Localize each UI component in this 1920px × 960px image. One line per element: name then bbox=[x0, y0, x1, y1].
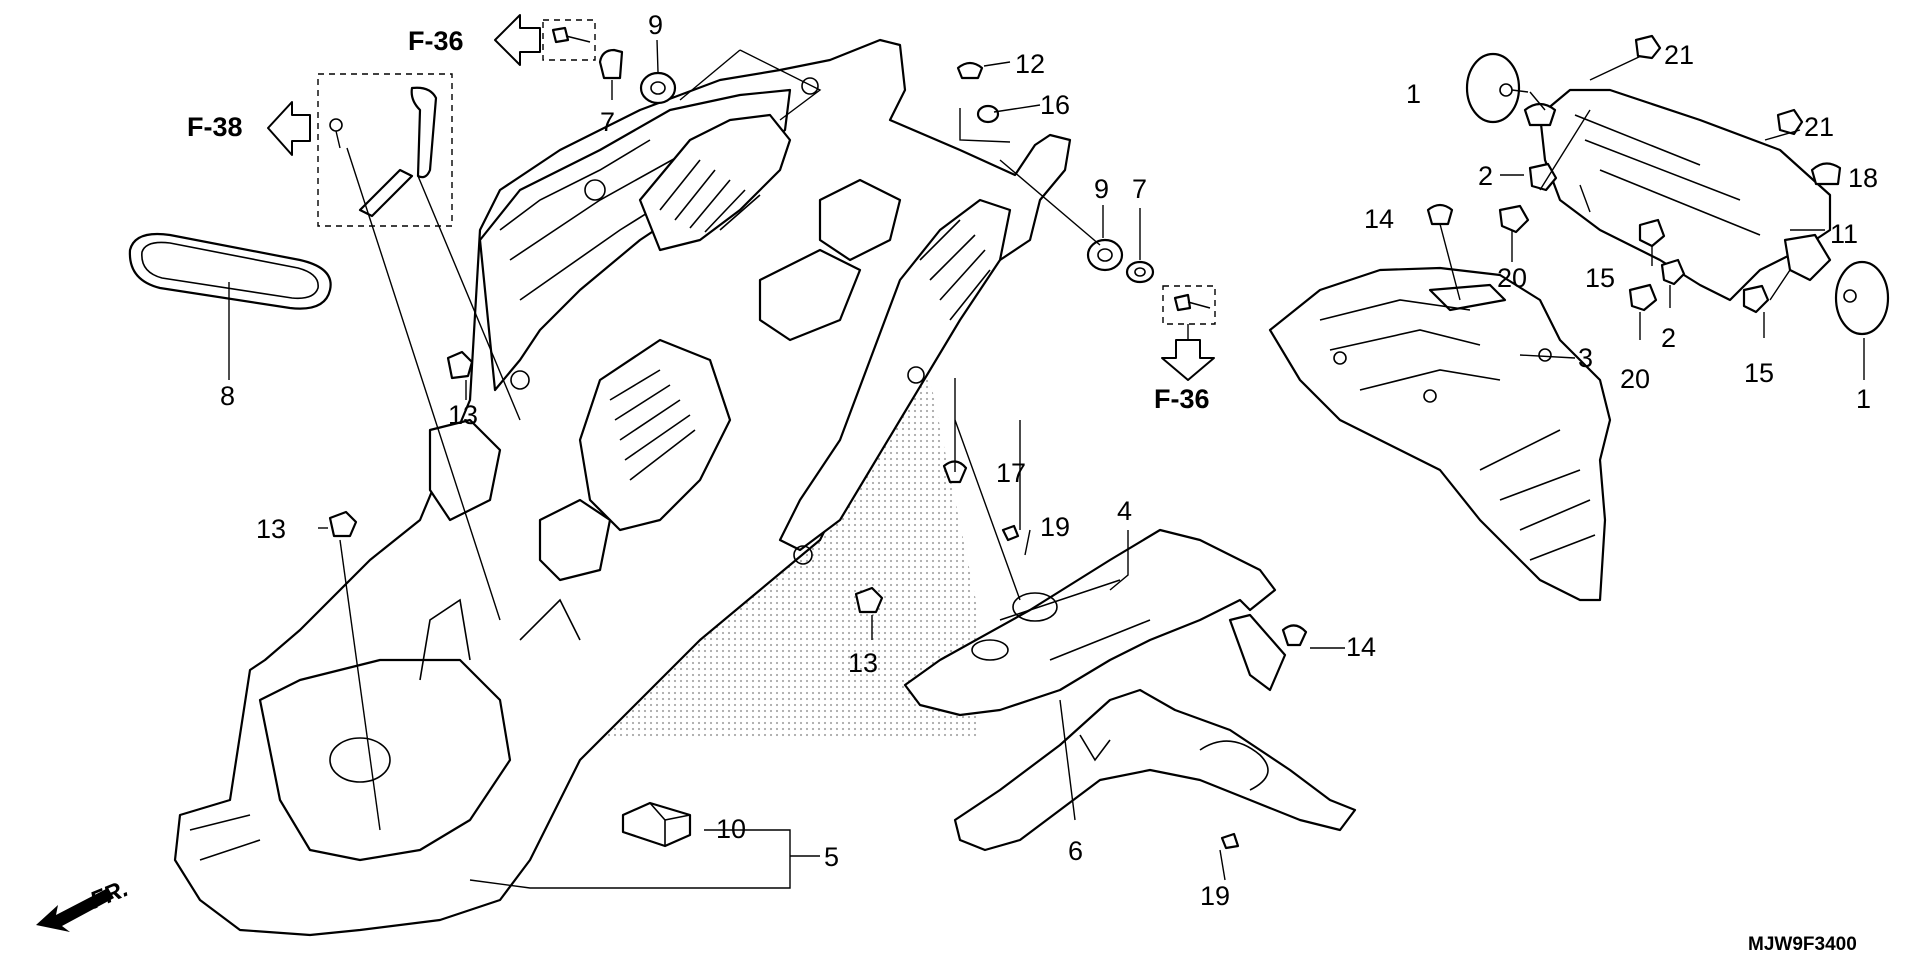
callout-11[interactable]: 11 bbox=[1830, 219, 1858, 249]
callout-13[interactable]: 13 bbox=[848, 648, 878, 678]
callout-4[interactable]: 4 bbox=[1117, 496, 1132, 526]
callout-15[interactable]: 15 bbox=[1744, 358, 1774, 388]
callout-7[interactable]: 7 bbox=[600, 107, 615, 137]
part-tail-cover-3 bbox=[1268, 266, 1612, 602]
callout-14[interactable]: 14 bbox=[1346, 632, 1376, 662]
callout-9[interactable]: 9 bbox=[1094, 174, 1109, 204]
callout-3[interactable]: 3 bbox=[1578, 343, 1593, 373]
callout-14[interactable]: 14 bbox=[1364, 204, 1394, 234]
callout-18[interactable]: 18 bbox=[1848, 163, 1878, 193]
callout-15[interactable]: 15 bbox=[1585, 263, 1615, 293]
front-label: FR. bbox=[86, 875, 132, 915]
part-rear-fender-main bbox=[173, 38, 1072, 937]
ref-f38-label: F-38 bbox=[187, 112, 243, 142]
callout-10[interactable]: 10 bbox=[716, 814, 746, 844]
callout-20[interactable]: 20 bbox=[1497, 263, 1527, 293]
ref-arrow-f38[interactable]: F-38 bbox=[187, 101, 311, 156]
callout-8[interactable]: 8 bbox=[220, 381, 235, 411]
hardware-right bbox=[1281, 34, 1842, 647]
callout-13[interactable]: 13 bbox=[448, 400, 478, 430]
callout-21[interactable]: 21 bbox=[1664, 40, 1694, 70]
callout-12[interactable]: 12 bbox=[1015, 49, 1045, 79]
ref-arrow-f36-top[interactable]: F-36 bbox=[408, 14, 541, 66]
front-direction-arrow: FR. bbox=[36, 875, 132, 932]
ref-f36-top-label: F-36 bbox=[408, 26, 464, 56]
callout-17[interactable]: 17 bbox=[996, 458, 1026, 488]
callout-5[interactable]: 5 bbox=[824, 842, 839, 872]
diagram-code: MJW9F3400 bbox=[1748, 934, 1857, 955]
callout-20[interactable]: 20 bbox=[1620, 364, 1650, 394]
callout-9[interactable]: 9 bbox=[648, 10, 663, 40]
callout-2[interactable]: 2 bbox=[1478, 161, 1493, 191]
callout-13[interactable]: 13 bbox=[256, 514, 286, 544]
callout-1[interactable]: 1 bbox=[1856, 384, 1871, 414]
ref-arrow-f36-right[interactable]: F-36 bbox=[1154, 339, 1215, 414]
callout-19[interactable]: 19 bbox=[1040, 512, 1070, 542]
ref-f36-right-label: F-36 bbox=[1154, 384, 1210, 414]
callout-7[interactable]: 7 bbox=[1132, 174, 1147, 204]
part-reflector-1-right bbox=[1834, 260, 1890, 336]
callout-2[interactable]: 2 bbox=[1661, 323, 1676, 353]
callout-16[interactable]: 16 bbox=[1040, 90, 1070, 120]
clip-group-box bbox=[317, 73, 453, 227]
part-bracket-4 bbox=[903, 528, 1287, 717]
part-reflector-1-left bbox=[1465, 52, 1529, 124]
hardware-top bbox=[598, 48, 1155, 284]
callout-21[interactable]: 21 bbox=[1804, 112, 1834, 142]
callouts: 9 7 12 16 9 7 8 13 13 13 17 19 4 14 6 19… bbox=[220, 10, 1878, 911]
bolt-top bbox=[551, 26, 591, 44]
callout-19[interactable]: 19 bbox=[1200, 881, 1230, 911]
part-ring-8 bbox=[128, 232, 332, 310]
part-10-block bbox=[621, 801, 692, 848]
leader-lines bbox=[228, 39, 1865, 889]
callout-1[interactable]: 1 bbox=[1406, 79, 1421, 109]
part-splash-guard-6 bbox=[953, 688, 1357, 852]
part-bracket-11 bbox=[1523, 88, 1832, 302]
callout-6[interactable]: 6 bbox=[1068, 836, 1083, 866]
bolt-right bbox=[1173, 293, 1211, 312]
